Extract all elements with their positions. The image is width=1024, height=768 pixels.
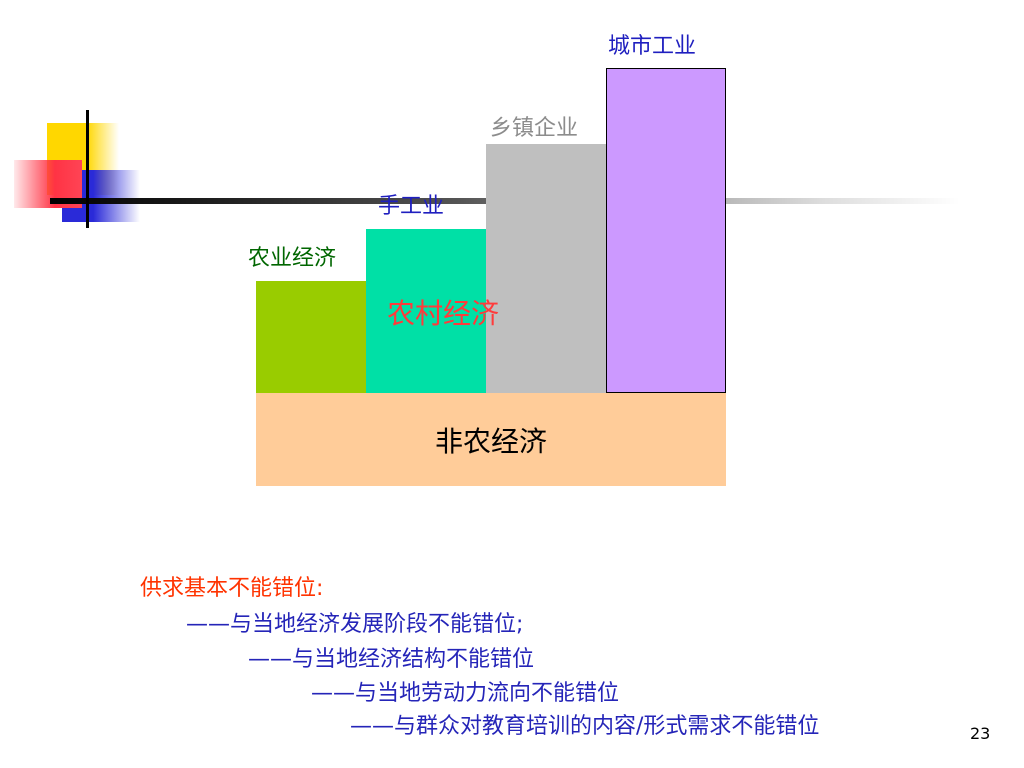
bar-township-enterprise xyxy=(486,144,607,393)
note-line: ——与当地经济结构不能错位 xyxy=(248,647,535,672)
label-township-enterprise: 乡镇企业 xyxy=(490,116,579,141)
notes-heading: 供求基本不能错位: xyxy=(140,576,324,601)
bar-handicraft xyxy=(366,229,487,393)
base-block-non-agri: 非农经济 xyxy=(256,393,726,486)
bar-agriculture xyxy=(256,281,368,393)
page-number: 23 xyxy=(970,724,991,743)
base-label: 非农经济 xyxy=(434,424,547,458)
label-rural-economy: 农村经济 xyxy=(387,297,500,330)
label-agriculture: 农业经济 xyxy=(248,246,337,271)
note-line: ——与当地经济发展阶段不能错位; xyxy=(186,612,524,637)
label-urban-industry: 城市工业 xyxy=(608,34,697,59)
note-line: ——与当地劳动力流向不能错位 xyxy=(311,681,620,706)
note-line: ——与群众对教育培训的内容/形式需求不能错位 xyxy=(350,714,820,739)
decor-vertical-line xyxy=(86,110,89,228)
bar-urban-industry xyxy=(606,68,726,393)
label-handicraft: 手工业 xyxy=(378,194,445,219)
